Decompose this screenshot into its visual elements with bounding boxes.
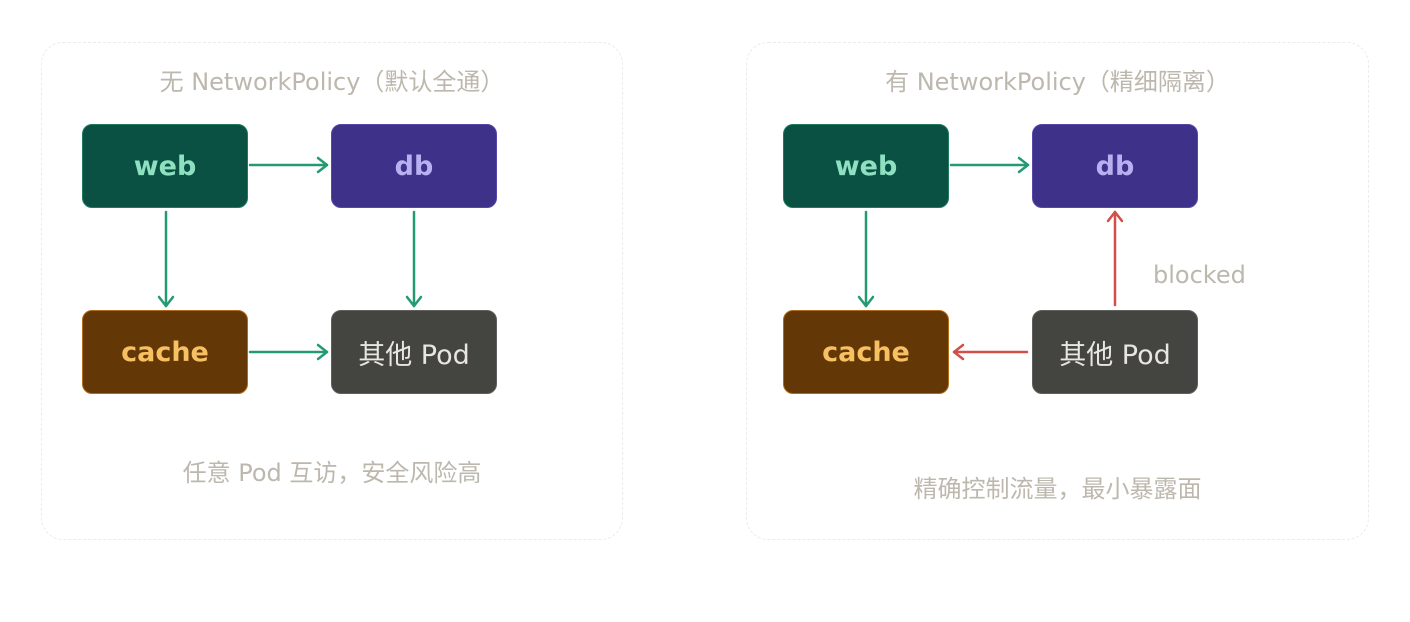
left-cache-node: cache	[82, 310, 248, 394]
left-other-pod-node: 其他 Pod	[331, 310, 497, 394]
left-web-node: web	[82, 124, 248, 208]
left-panel-title: 无 NetworkPolicy（默认全通）	[159, 68, 505, 96]
right-panel	[746, 42, 1369, 540]
right-panel-title: 有 NetworkPolicy（精细隔离）	[885, 68, 1230, 96]
left-caption: 任意 Pod 互访，安全风险高	[182, 459, 482, 487]
blocked-label: blocked	[1153, 261, 1246, 289]
right-cache-node: cache	[783, 310, 949, 394]
left-db-node: db	[331, 124, 497, 208]
left-panel	[41, 42, 623, 540]
right-other-pod-node: 其他 Pod	[1032, 310, 1198, 394]
right-web-node: web	[783, 124, 949, 208]
right-db-node: db	[1032, 124, 1198, 208]
right-caption: 精确控制流量，最小暴露面	[913, 475, 1202, 503]
